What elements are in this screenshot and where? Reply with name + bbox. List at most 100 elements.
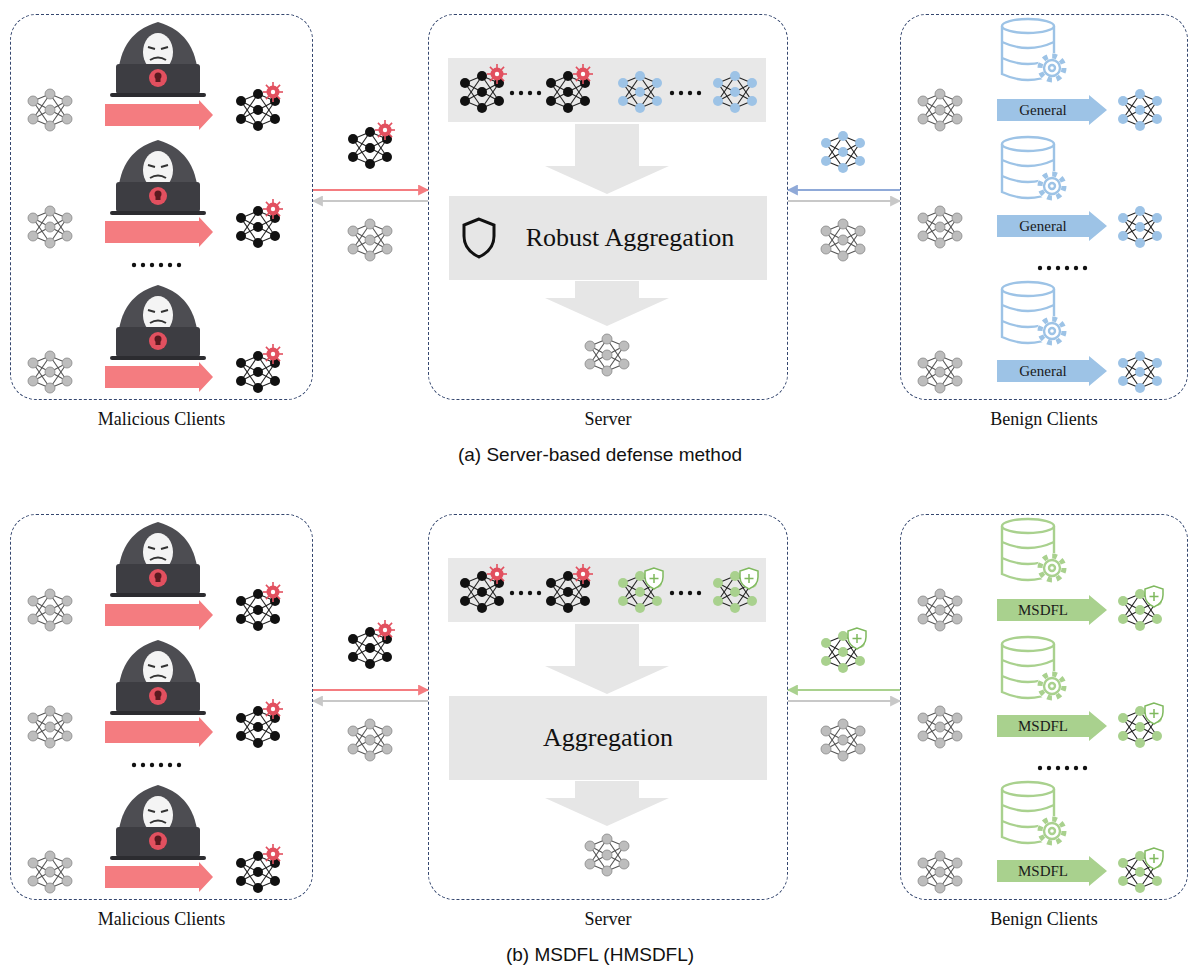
model-icon <box>918 351 962 393</box>
update-arrow <box>105 217 213 247</box>
model-icon <box>348 219 392 261</box>
panel-caption: (a) Server-based defense method <box>458 444 742 466</box>
ellipsis-dot <box>528 91 532 95</box>
region-label: Benign Clients <box>990 909 1098 930</box>
aggregation-box: Aggregation <box>449 696 767 780</box>
ellipsis-dot <box>1056 766 1060 770</box>
ellipsis-dot <box>150 263 154 267</box>
shield-icon <box>459 216 499 260</box>
ellipsis-dot <box>510 591 514 595</box>
model-icon <box>821 219 865 261</box>
model-icon <box>236 844 283 893</box>
ellipsis-dot <box>688 591 692 595</box>
model-icon <box>348 719 392 761</box>
ellipsis-dot <box>1074 766 1078 770</box>
model-icon <box>1118 89 1162 131</box>
training-arrow: MSDFL <box>997 711 1107 741</box>
node-label: Robust Aggregation <box>482 223 735 253</box>
update-connector <box>788 189 900 191</box>
hacker-icon <box>110 640 206 715</box>
region-label: Server <box>585 409 632 430</box>
flow-arrow <box>545 624 669 694</box>
model-icon <box>236 82 283 131</box>
update-connector <box>788 200 900 202</box>
update-arrow <box>105 862 213 892</box>
update-connector <box>788 689 900 691</box>
model-icon <box>28 589 72 631</box>
ellipsis-dot <box>679 591 683 595</box>
region-label: Malicious Clients <box>98 409 226 430</box>
model-icon <box>918 89 962 131</box>
region-box: Malicious Clients <box>10 14 313 400</box>
model-icon <box>821 719 865 761</box>
ellipsis-dot <box>670 591 674 595</box>
ellipsis-dot <box>141 763 145 767</box>
flow-arrow <box>545 281 669 326</box>
model-icon <box>585 334 629 376</box>
ellipsis-dot <box>528 591 532 595</box>
update-pool <box>448 58 766 122</box>
ellipsis-dot <box>670 91 674 95</box>
ellipsis-dot <box>177 263 181 267</box>
model-icon <box>236 699 283 748</box>
model-icon <box>28 706 72 748</box>
model-icon <box>1118 703 1163 748</box>
database-icon <box>1002 19 1067 83</box>
training-arrow: General <box>997 211 1107 241</box>
update-connector <box>313 200 428 202</box>
node-label: MSDFL <box>1018 718 1086 735</box>
ellipsis-dot <box>150 763 154 767</box>
hacker-icon <box>110 22 206 97</box>
flow-arrow <box>545 124 669 194</box>
update-arrow <box>105 600 213 630</box>
ellipsis-dot <box>1056 266 1060 270</box>
ellipsis-dot <box>141 263 145 267</box>
update-pool <box>448 558 766 622</box>
region-box: ServerAggregation <box>428 514 788 900</box>
region-box: ServerRobust Aggregation <box>428 14 788 400</box>
ellipsis-dot <box>1065 766 1069 770</box>
update-arrow <box>105 362 213 392</box>
model-icon <box>713 568 758 613</box>
training-arrow: MSDFL <box>997 595 1107 625</box>
model-icon <box>918 851 962 893</box>
ellipsis-dot <box>688 91 692 95</box>
node-label: General <box>1019 363 1084 380</box>
update-connector <box>313 189 428 191</box>
ellipsis-dot <box>519 591 523 595</box>
model-icon <box>918 589 962 631</box>
ellipsis-dot <box>1065 266 1069 270</box>
model-icon <box>821 628 866 673</box>
model-icon <box>1118 351 1162 393</box>
update-connector <box>313 689 428 691</box>
region-box: Benign ClientsGeneralGeneralGeneral <box>900 14 1188 400</box>
ellipsis-dot <box>537 591 541 595</box>
hacker-icon <box>110 785 206 860</box>
ellipsis-dot <box>132 763 136 767</box>
ellipsis-dot <box>1074 266 1078 270</box>
model-icon <box>236 344 283 393</box>
update-connector <box>788 700 900 702</box>
update-connector <box>313 700 428 702</box>
model-icon <box>546 64 593 113</box>
model-icon <box>546 564 593 613</box>
model-icon <box>236 582 283 631</box>
update-arrow <box>105 717 213 747</box>
region-label: Malicious Clients <box>98 909 226 930</box>
model-icon <box>918 206 962 248</box>
model-icon <box>1118 206 1162 248</box>
model-icon <box>460 64 507 113</box>
update-arrow <box>105 100 213 130</box>
model-icon <box>348 120 395 169</box>
database-icon <box>1002 637 1067 701</box>
region-label: Benign Clients <box>990 409 1098 430</box>
flow-arrow <box>545 781 669 826</box>
model-icon <box>618 568 663 613</box>
ellipsis-dot <box>1038 766 1042 770</box>
ellipsis-dot <box>510 91 514 95</box>
region-box: Benign ClientsMSDFLMSDFLMSDFL <box>900 514 1188 900</box>
ellipsis-dot <box>697 91 701 95</box>
